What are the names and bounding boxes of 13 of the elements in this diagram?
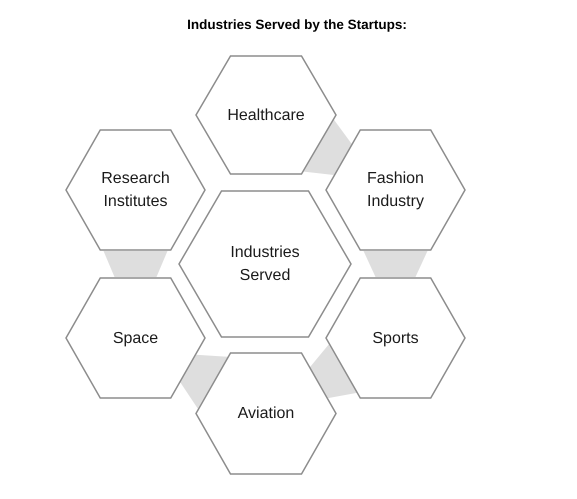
connector-band: [180, 354, 228, 409]
hexagon-node: Industries Served: [178, 190, 352, 338]
hexagon-node: Sports: [325, 277, 466, 399]
connector-band: [104, 251, 168, 277]
hexagon-node: Space: [65, 277, 206, 399]
hexagon-node: Aviation: [195, 352, 337, 475]
connector-band: [304, 120, 352, 175]
hexagon-node: Healthcare: [195, 55, 337, 175]
connector-band: [364, 251, 428, 277]
title: Industries Served by the Startups:: [187, 16, 407, 34]
hexagon-node: Research Institutes: [65, 129, 206, 251]
connector-band: [310, 344, 357, 398]
hexagon-node: Fashion Industry: [325, 129, 466, 251]
